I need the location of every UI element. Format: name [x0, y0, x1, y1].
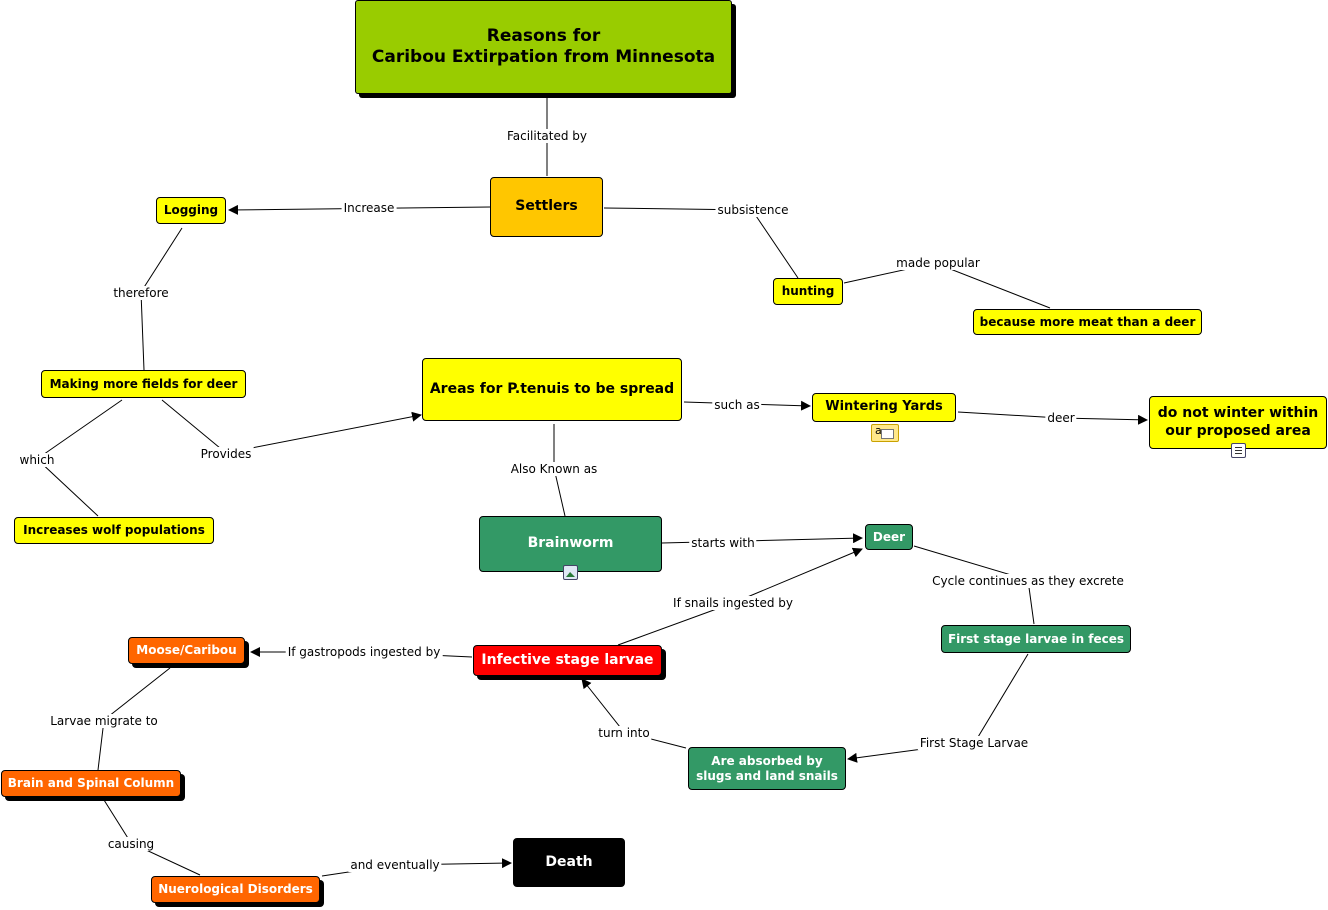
- node-areas-text: Areas for P.tenuis to be spread: [429, 380, 675, 397]
- node-moose-text: Moose/Caribou: [136, 643, 237, 657]
- node-brainworm[interactable]: Brainworm: [479, 516, 662, 572]
- node-logging[interactable]: Logging: [156, 197, 226, 224]
- node-neuro-disorders[interactable]: Nuerological Disorders: [151, 876, 320, 903]
- node-not-winter-text: do not winter within our proposed area: [1158, 405, 1319, 440]
- node-deer[interactable]: Deer: [865, 524, 913, 550]
- label-also-known-as: Also Known as: [508, 462, 600, 476]
- node-first-stage[interactable]: First stage larvae in feces: [941, 625, 1131, 653]
- not-winter-line-1: do not winter within: [1157, 405, 1319, 421]
- label-causing: causing: [105, 837, 157, 851]
- node-brainworm-text: Brainworm: [527, 535, 614, 552]
- not-winter-line-2: our proposed area: [1165, 422, 1311, 439]
- node-brain-spinal[interactable]: Brain and Spinal Column: [1, 770, 181, 797]
- absorbed-line-2: slugs and land snails: [696, 768, 838, 783]
- node-neuro-text: Nuerological Disorders: [158, 882, 313, 896]
- image-icon[interactable]: [563, 565, 578, 580]
- node-death[interactable]: Death: [513, 838, 625, 887]
- label-subsistence: subsistence: [715, 203, 791, 217]
- node-absorbed-text: Are absorbed by slugs and land snails: [696, 754, 838, 784]
- node-areas[interactable]: Areas for P.tenuis to be spread: [422, 358, 682, 421]
- node-logging-text: Logging: [163, 203, 219, 217]
- label-first-stage-larvae: First Stage Larvae: [917, 736, 1031, 750]
- node-hunting[interactable]: hunting: [773, 278, 843, 305]
- node-brain-text: Brain and Spinal Column: [7, 776, 175, 790]
- label-deer-link: deer: [1045, 411, 1077, 425]
- node-settlers-text: Settlers: [515, 198, 578, 215]
- label-which: which: [17, 453, 57, 467]
- label-therefore: therefore: [111, 286, 171, 300]
- node-not-winter[interactable]: do not winter within our proposed area: [1149, 396, 1327, 449]
- node-hunting-text: hunting: [781, 284, 835, 298]
- node-infective-text: Infective stage larvae: [481, 651, 654, 668]
- link-settlers-hunting: [603, 207, 799, 279]
- title-line-2: Caribou Extirpation from Minnesota: [371, 47, 716, 67]
- node-absorbed[interactable]: Are absorbed by slugs and land snails: [688, 747, 846, 790]
- label-made-popular: made popular: [894, 256, 982, 270]
- node-infective[interactable]: Infective stage larvae: [473, 645, 662, 676]
- label-and-eventually: and eventually: [348, 858, 442, 872]
- node-wintering-text: Wintering Yards: [825, 399, 943, 415]
- absorbed-line-1: Are absorbed by: [711, 753, 823, 768]
- node-more-meat[interactable]: because more meat than a deer: [973, 309, 1202, 335]
- note-icon[interactable]: [871, 424, 899, 442]
- node-wintering-yards[interactable]: Wintering Yards: [812, 393, 956, 422]
- node-death-text: Death: [545, 853, 593, 870]
- node-first-stage-text: First stage larvae in feces: [947, 631, 1125, 646]
- label-increase: Increase: [341, 201, 397, 215]
- node-title-text: Reasons for Caribou Extirpation from Min…: [372, 26, 715, 69]
- label-larvae-migrate: Larvae migrate to: [48, 714, 160, 728]
- link-fields-areas: [161, 399, 422, 454]
- node-wolf-populations[interactable]: Increases wolf populations: [14, 517, 214, 544]
- label-if-snails: If snails ingested by: [671, 596, 795, 610]
- node-title[interactable]: Reasons for Caribou Extirpation from Min…: [355, 0, 732, 94]
- node-deer-text: Deer: [872, 529, 906, 544]
- node-wolf-text: Increases wolf populations: [23, 523, 205, 537]
- label-turn-into: turn into: [596, 726, 652, 740]
- node-more-fields-text: Making more fields for deer: [49, 376, 238, 391]
- node-more-meat-text: because more meat than a deer: [979, 314, 1196, 329]
- document-icon[interactable]: [1231, 443, 1246, 458]
- label-such-as: such as: [712, 398, 762, 412]
- label-starts-with: starts with: [689, 536, 757, 550]
- title-line-1: Reasons for: [486, 25, 601, 46]
- node-more-fields[interactable]: Making more fields for deer: [41, 370, 246, 398]
- label-facilitated-by: Facilitated by: [504, 129, 590, 143]
- label-cycle-continues: Cycle continues as they excrete: [930, 574, 1126, 588]
- label-provides: Provides: [198, 447, 254, 461]
- node-moose-caribou[interactable]: Moose/Caribou: [128, 637, 245, 664]
- label-if-gastropods: If gastropods ingested by: [285, 645, 443, 659]
- node-settlers[interactable]: Settlers: [490, 177, 603, 237]
